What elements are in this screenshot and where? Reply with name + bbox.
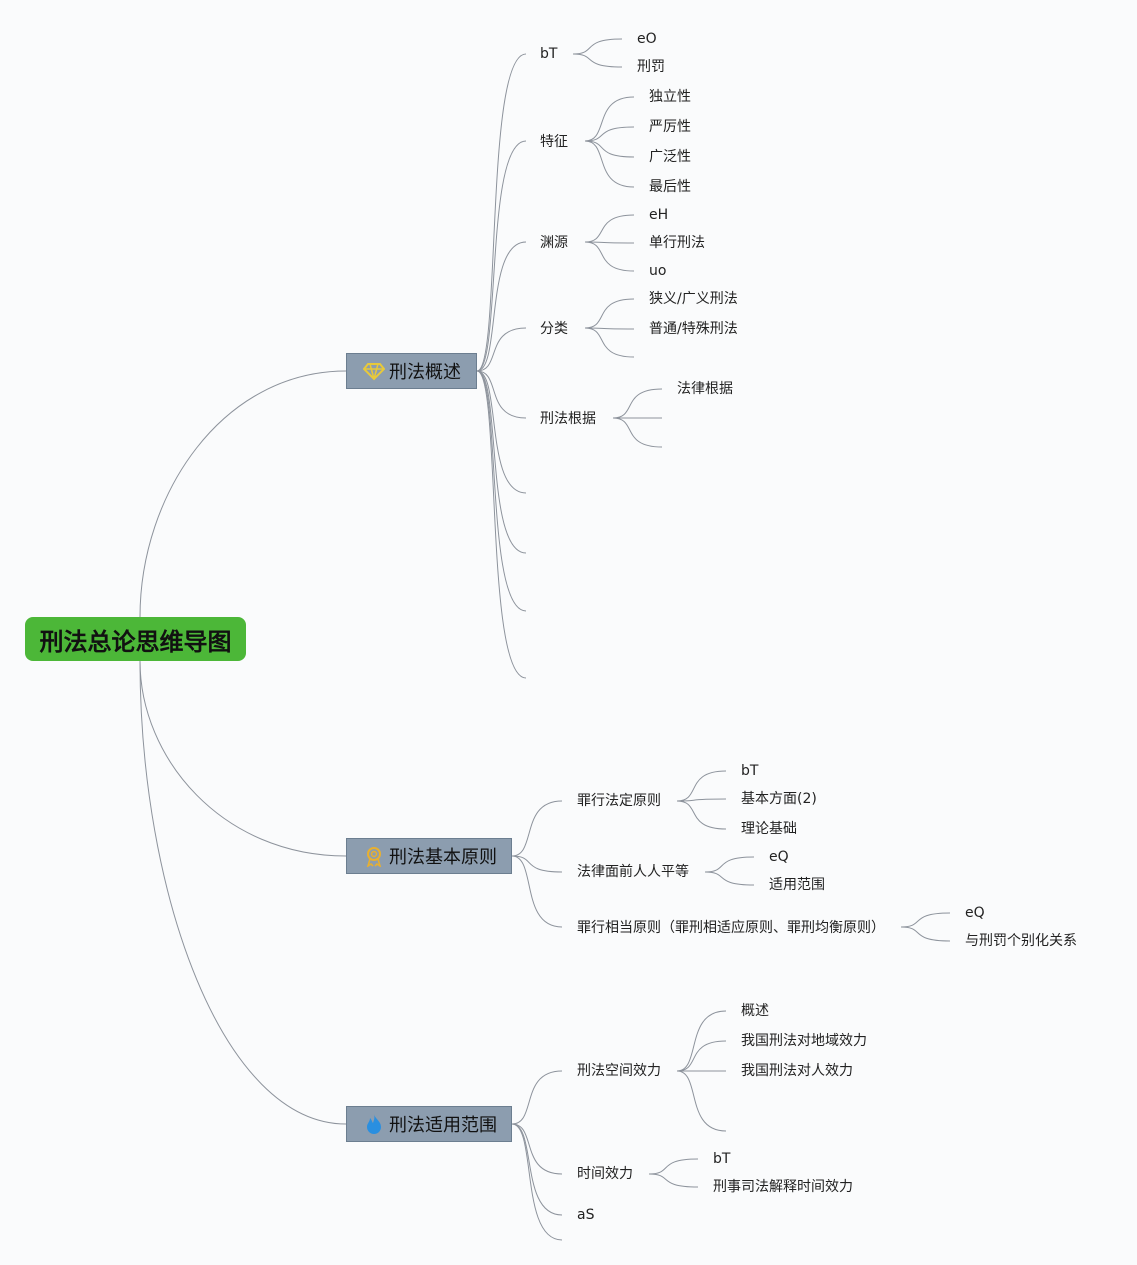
subtopic-label[interactable]: 独立性 <box>649 89 691 105</box>
subtopic-label[interactable]: 严厉性 <box>649 119 691 135</box>
subtopic-label[interactable]: 广泛性 <box>649 149 691 165</box>
connector-line <box>511 800 563 857</box>
branch-label: 刑法基本原则 <box>389 847 497 868</box>
subtopic-label[interactable]: 概述 <box>741 1003 769 1019</box>
branch-label: 刑法适用范围 <box>389 1115 497 1136</box>
connector-line <box>676 1040 727 1072</box>
connector-line <box>704 856 755 873</box>
subtopic-label[interactable]: 最后性 <box>649 179 691 195</box>
connector-line <box>511 855 563 873</box>
connector-line <box>584 327 635 330</box>
connector-line <box>704 871 755 886</box>
subtopic-label[interactable]: 狭义/广义刑法 <box>649 291 738 307</box>
connector-line <box>139 660 347 1125</box>
subtopic-label[interactable]: eH <box>649 207 669 223</box>
subtopic-label[interactable]: 刑事司法解释时间效力 <box>713 1179 853 1195</box>
connector-line <box>900 912 951 928</box>
connector-line <box>139 660 347 857</box>
connector-line <box>476 241 527 372</box>
connector-line <box>476 53 527 372</box>
connector-line <box>139 370 347 618</box>
subtopic-label[interactable]: uo <box>649 263 667 279</box>
topic-label[interactable]: 刑法空间效力 <box>577 1063 661 1079</box>
connector-line <box>476 327 527 372</box>
connector-line <box>584 140 635 158</box>
connector-line <box>511 1070 563 1125</box>
branch-label: 刑法概述 <box>389 362 461 383</box>
connector-line <box>476 370 527 494</box>
connector-line <box>584 96 635 142</box>
subtopic-label[interactable]: eO <box>637 31 657 47</box>
connector-line <box>648 1173 699 1188</box>
connector-line <box>584 327 635 358</box>
connector-line <box>900 926 951 942</box>
subtopic-label[interactable]: 基本方面(2) <box>741 791 817 807</box>
subtopic-label[interactable]: 适用范围 <box>769 877 825 893</box>
diamond-icon <box>363 360 385 382</box>
connector-line <box>584 214 635 243</box>
branch-principles[interactable]: 刑法基本原则 <box>346 838 512 874</box>
connector-line <box>476 370 527 419</box>
subtopic-label[interactable]: eQ <box>769 849 789 865</box>
topic-label[interactable]: 分类 <box>540 321 568 337</box>
subtopic-label[interactable]: bT <box>741 763 759 779</box>
connector-line <box>584 298 635 329</box>
connector-line <box>476 370 527 554</box>
connector-line <box>584 126 635 142</box>
topic-label[interactable]: 渊源 <box>540 235 568 251</box>
branch-overview[interactable]: 刑法概述 <box>346 353 477 389</box>
connector-line <box>572 38 623 55</box>
topic-label[interactable]: 罪行法定原则 <box>577 793 661 809</box>
connector-line <box>648 1158 699 1175</box>
topic-label[interactable]: 刑法根据 <box>540 411 596 427</box>
subtopic-label[interactable]: bT <box>713 1151 731 1167</box>
connector-line <box>511 1123 563 1216</box>
topic-label[interactable]: bT <box>540 46 558 62</box>
topic-label[interactable]: 特征 <box>540 134 568 150</box>
connector-line <box>676 798 727 802</box>
connector-line <box>476 370 527 679</box>
award-icon <box>363 845 385 867</box>
connector-line <box>612 388 663 419</box>
connector-line <box>584 241 635 244</box>
connector-line <box>476 370 527 612</box>
subtopic-label[interactable]: 单行刑法 <box>649 235 705 251</box>
connector-line <box>676 1070 727 1132</box>
topic-label[interactable]: 法律面前人人平等 <box>577 864 689 880</box>
connector-line <box>676 1010 727 1072</box>
connector-line <box>572 53 623 68</box>
connector-line <box>584 241 635 272</box>
flame-icon <box>363 1113 385 1135</box>
connector-line <box>511 1123 563 1241</box>
connector-line <box>676 770 727 802</box>
connector-line <box>676 800 727 830</box>
connector-line <box>511 1123 563 1175</box>
root-node[interactable]: 刑法总论思维导图 <box>25 617 246 661</box>
subtopic-label[interactable]: 我国刑法对地域效力 <box>741 1033 867 1049</box>
branch-scope[interactable]: 刑法适用范围 <box>346 1106 512 1142</box>
connector-line <box>612 417 663 448</box>
connector-line <box>511 855 563 928</box>
subtopic-label[interactable]: 我国刑法对人效力 <box>741 1063 853 1079</box>
subtopic-label[interactable]: 与刑罚个别化关系 <box>965 933 1077 949</box>
connector-line <box>476 140 527 372</box>
subtopic-label[interactable]: 普通/特殊刑法 <box>649 321 738 337</box>
subtopic-label[interactable]: 理论基础 <box>741 821 797 837</box>
topic-label[interactable]: 时间效力 <box>577 1166 633 1182</box>
subtopic-label[interactable]: 法律根据 <box>677 381 733 397</box>
connector-line <box>584 140 635 188</box>
subtopic-label[interactable]: 刑罚 <box>637 59 665 75</box>
topic-label[interactable]: aS <box>577 1207 595 1223</box>
topic-label[interactable]: 罪行相当原则（罪刑相适应原则、罪刑均衡原则） <box>577 920 885 936</box>
subtopic-label[interactable]: eQ <box>965 905 985 921</box>
